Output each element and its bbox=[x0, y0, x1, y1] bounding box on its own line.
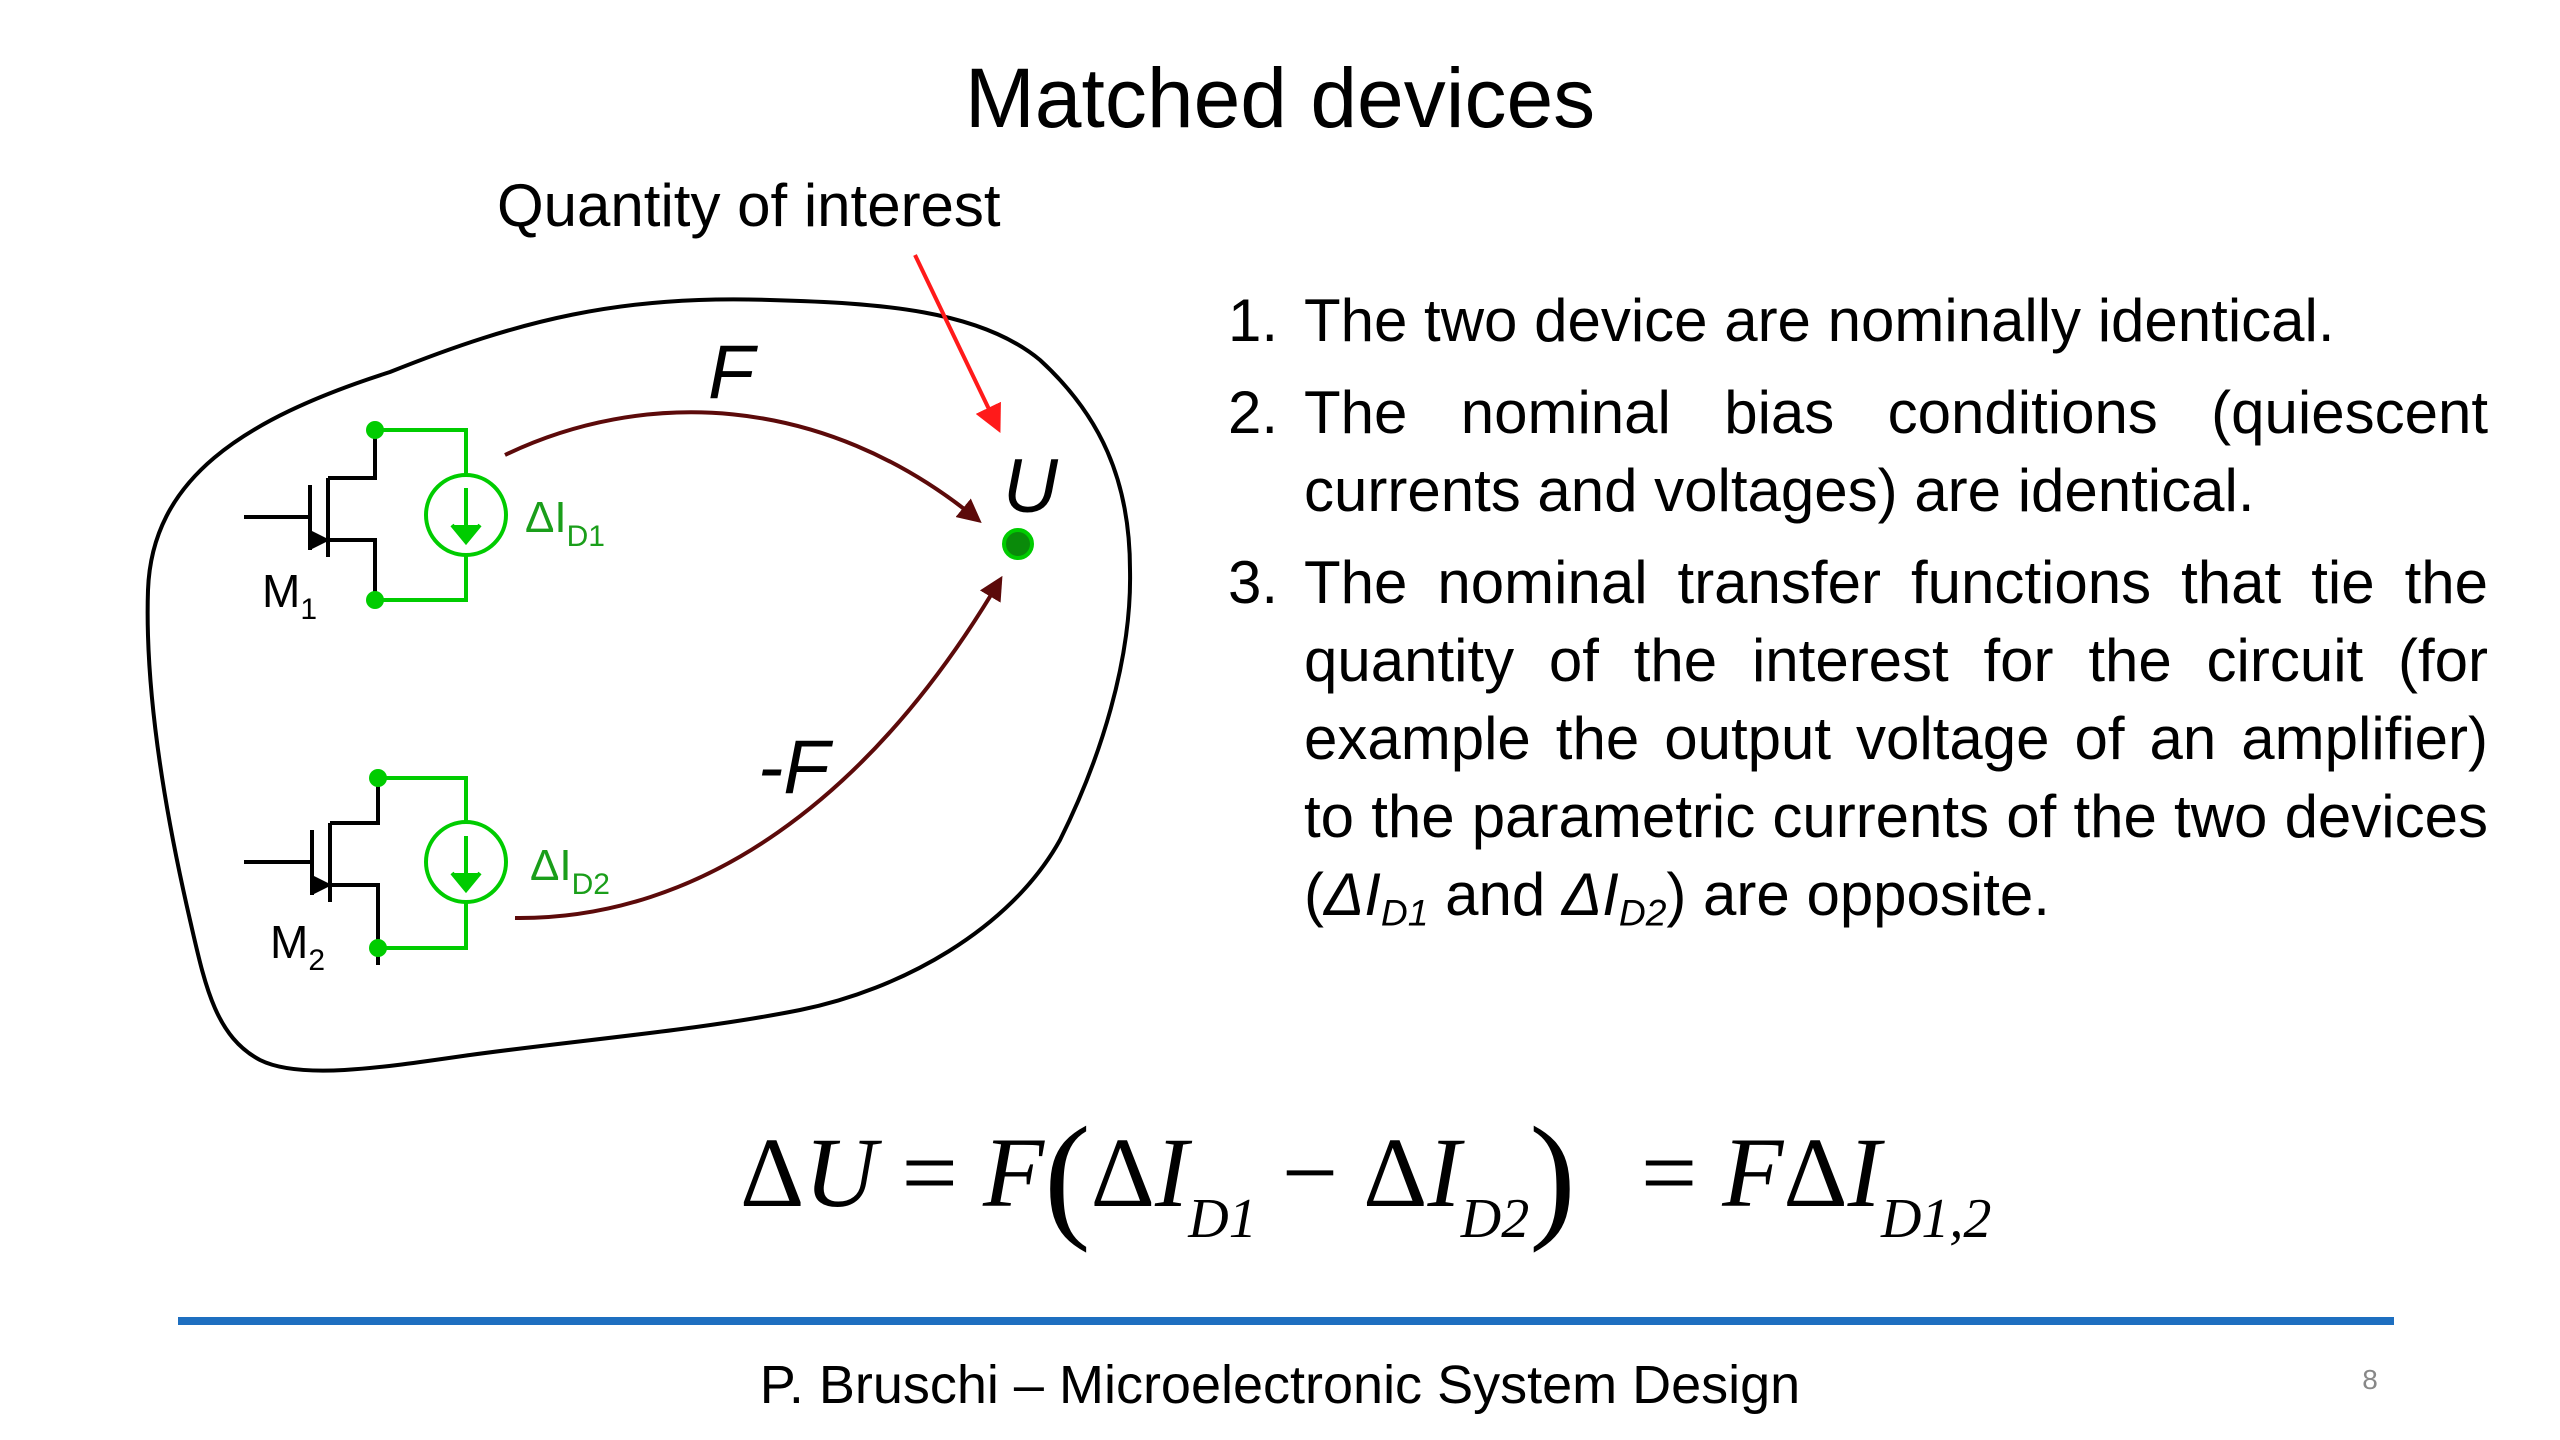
label-u: U bbox=[1003, 444, 1059, 529]
pointer-arrow bbox=[913, 254, 1001, 434]
list-text: The two device are nominally identical. bbox=[1304, 287, 2335, 354]
list-text: The nominal transfer functions that tie … bbox=[1304, 549, 2488, 928]
list-number: 2. bbox=[1228, 379, 1279, 446]
node-m2-drain bbox=[369, 769, 387, 787]
list-item: 1. The two device are nominally identica… bbox=[1228, 282, 2488, 360]
var-delta-id1: ΔID1 bbox=[1323, 861, 1429, 934]
list-text: The nominal bias conditions (quiescent c… bbox=[1304, 379, 2488, 524]
quantity-node bbox=[1002, 528, 1034, 560]
list-item: 2. The nominal bias conditions (quiescen… bbox=[1228, 374, 2488, 530]
node-m1-drain bbox=[366, 421, 384, 439]
quantity-of-interest-label: Quantity of interest bbox=[497, 172, 1001, 239]
node-m1-source bbox=[366, 591, 384, 609]
label-m2: M2 bbox=[270, 916, 325, 977]
list-number: 3. bbox=[1228, 549, 1279, 616]
arrow-f-upper bbox=[504, 410, 982, 524]
conditions-list: 1. The two device are nominally identica… bbox=[1228, 282, 2488, 948]
footer-divider bbox=[178, 1317, 2394, 1325]
list-item: 3. The nominal transfer functions that t… bbox=[1228, 544, 2488, 934]
page-number: 8 bbox=[2362, 1364, 2378, 1395]
label-delta-id2: ΔID2 bbox=[530, 841, 610, 901]
transistor-m2 bbox=[244, 775, 380, 965]
list-text-end: ) are opposite. bbox=[1666, 861, 2050, 928]
slide-title: Matched devices bbox=[964, 51, 1596, 145]
equation: ΔU = F(ΔID1 − ΔID2) = FΔID1,2 bbox=[740, 1098, 1992, 1254]
arrow-f-lower bbox=[514, 575, 1003, 921]
list-text-and: and bbox=[1428, 861, 1562, 928]
label-m1: M1 bbox=[262, 565, 317, 626]
current-source-m1 bbox=[375, 428, 508, 602]
current-source-m2 bbox=[378, 776, 508, 950]
var-delta-id2: ΔID2 bbox=[1561, 861, 1667, 934]
node-m2-source bbox=[369, 939, 387, 957]
transistor-m1 bbox=[244, 428, 377, 600]
label-f-lower: -F bbox=[758, 725, 833, 810]
list-number: 1. bbox=[1228, 287, 1279, 354]
footer-author-course: P. Bruschi – Microelectronic System Desi… bbox=[759, 1355, 1801, 1415]
label-delta-id1: ΔID1 bbox=[525, 493, 605, 553]
label-f-upper: F bbox=[708, 330, 758, 415]
